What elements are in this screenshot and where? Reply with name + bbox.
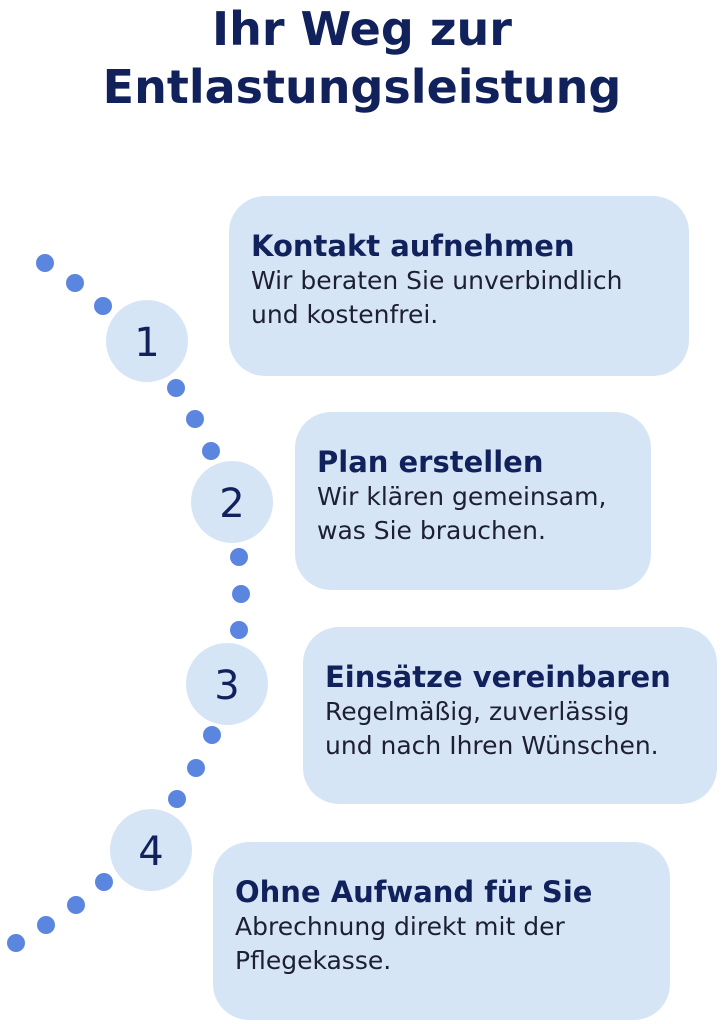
- path-dot: [94, 297, 112, 315]
- step-marker-2: 2: [191, 461, 273, 543]
- step-title-2: Plan erstellen: [317, 445, 544, 479]
- step-card-1: Kontakt aufnehmen Wir beraten Sie unverb…: [229, 196, 689, 376]
- step-text-3-line-2: und nach Ihren Wünschen.: [325, 731, 659, 760]
- path-dot: [36, 254, 54, 272]
- step-text-2-line-2: was Sie brauchen.: [317, 516, 546, 545]
- path-dot: [203, 726, 221, 744]
- step-text-1-line-2: und kostenfrei.: [251, 300, 439, 329]
- step-title-4: Ohne Aufwand für Sie: [235, 875, 593, 909]
- path-dot: [167, 379, 185, 397]
- step-marker-1: 1: [106, 300, 188, 382]
- step-title-3: Einsätze vereinbaren: [325, 660, 671, 694]
- path-dot: [7, 934, 25, 952]
- path-dot: [67, 896, 85, 914]
- step-marker-4: 4: [110, 809, 192, 891]
- path-dot: [186, 410, 204, 428]
- path-dot: [37, 916, 55, 934]
- path-dot: [66, 274, 84, 292]
- path-dot: [187, 759, 205, 777]
- step-number-4: 4: [138, 829, 163, 875]
- path-dot: [232, 585, 250, 603]
- step-title-1: Kontakt aufnehmen: [251, 229, 575, 263]
- step-text-2-line-1: Wir klären gemeinsam,: [317, 482, 607, 511]
- step-card-3: Einsätze vereinbaren Regelmäßig, zuverlä…: [303, 627, 717, 804]
- step-number-1: 1: [134, 320, 159, 366]
- step-text-4-line-2: Pflegekasse.: [235, 946, 392, 975]
- step-text-3-line-1: Regelmäßig, zuverlässig: [325, 697, 630, 726]
- path-dot: [168, 790, 186, 808]
- step-card-2: Plan erstellen Wir klären gemeinsam, was…: [295, 412, 651, 590]
- path-dot: [95, 873, 113, 891]
- path-dot: [230, 548, 248, 566]
- step-text-1-line-1: Wir beraten Sie unverbindlich: [251, 266, 623, 295]
- path-dot: [230, 621, 248, 639]
- title-line-1: Ihr Weg zur: [211, 2, 512, 56]
- path-dots: [7, 254, 250, 952]
- step-text-4-line-1: Abrechnung direkt mit der: [235, 912, 565, 941]
- step-number-3: 3: [214, 663, 239, 709]
- title-line-2: Entlastungsleistung: [102, 60, 622, 114]
- step-marker-3: 3: [186, 643, 268, 725]
- path-dot: [202, 442, 220, 460]
- step-card-4: Ohne Aufwand für Sie Abrechnung direkt m…: [213, 842, 670, 1020]
- page-title: Ihr Weg zur Entlastungsleistung: [0, 0, 724, 116]
- step-number-2: 2: [219, 481, 244, 527]
